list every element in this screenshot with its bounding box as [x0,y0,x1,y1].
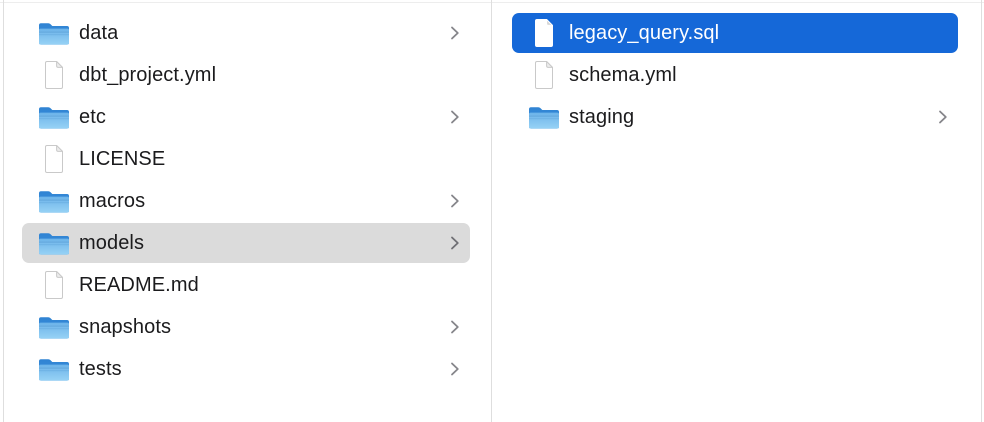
right-edge-divider[interactable] [981,0,982,422]
folder-icon [38,227,70,259]
chevron-right-icon [450,25,460,41]
file-name-label: macros [79,189,146,212]
file-column-left: data dbt_project.yml etc LICENSE [4,11,491,391]
row-staging[interactable]: staging [512,97,958,137]
row-dbt-project-yml[interactable]: dbt_project.yml [22,55,470,95]
folder-icon [38,101,70,133]
file-name-label: dbt_project.yml [79,63,217,86]
document-icon [528,59,560,91]
folder-icon [528,101,560,133]
column-divider[interactable] [491,0,492,422]
document-icon [38,59,70,91]
document-icon [38,269,70,301]
document-icon [38,143,70,175]
row-etc[interactable]: etc [22,97,470,137]
file-name-label: models [79,231,145,254]
chevron-right-icon [450,235,460,251]
row-snapshots[interactable]: snapshots [22,307,470,347]
folder-icon [38,17,70,49]
left-edge-divider [3,0,4,422]
file-name-label: LICENSE [79,147,166,170]
row-legacy-query-sql[interactable]: legacy_query.sql [512,13,958,53]
chevron-right-icon [450,109,460,125]
file-name-label: tests [79,357,122,380]
chevron-right-icon [938,109,948,125]
row-macros[interactable]: macros [22,181,470,221]
chevron-right-icon [450,319,460,335]
folder-icon [38,311,70,343]
file-name-label: README.md [79,273,199,296]
file-name-label: schema.yml [569,63,677,86]
document-icon [528,17,560,49]
row-license[interactable]: LICENSE [22,139,470,179]
file-name-label: etc [79,105,106,128]
file-name-label: snapshots [79,315,172,338]
chevron-right-icon [450,193,460,209]
folder-icon [38,185,70,217]
row-schema-yml[interactable]: schema.yml [512,55,958,95]
file-column-right: legacy_query.sql schema.yml staging [492,11,981,139]
folder-icon [38,353,70,385]
file-name-label: staging [569,105,635,128]
file-name-label: legacy_query.sql [569,21,720,44]
row-models[interactable]: models [22,223,470,263]
top-divider [0,2,984,3]
file-name-label: data [79,21,119,44]
row-data[interactable]: data [22,13,470,53]
row-tests[interactable]: tests [22,349,470,389]
chevron-right-icon [450,361,460,377]
row-readme-md[interactable]: README.md [22,265,470,305]
